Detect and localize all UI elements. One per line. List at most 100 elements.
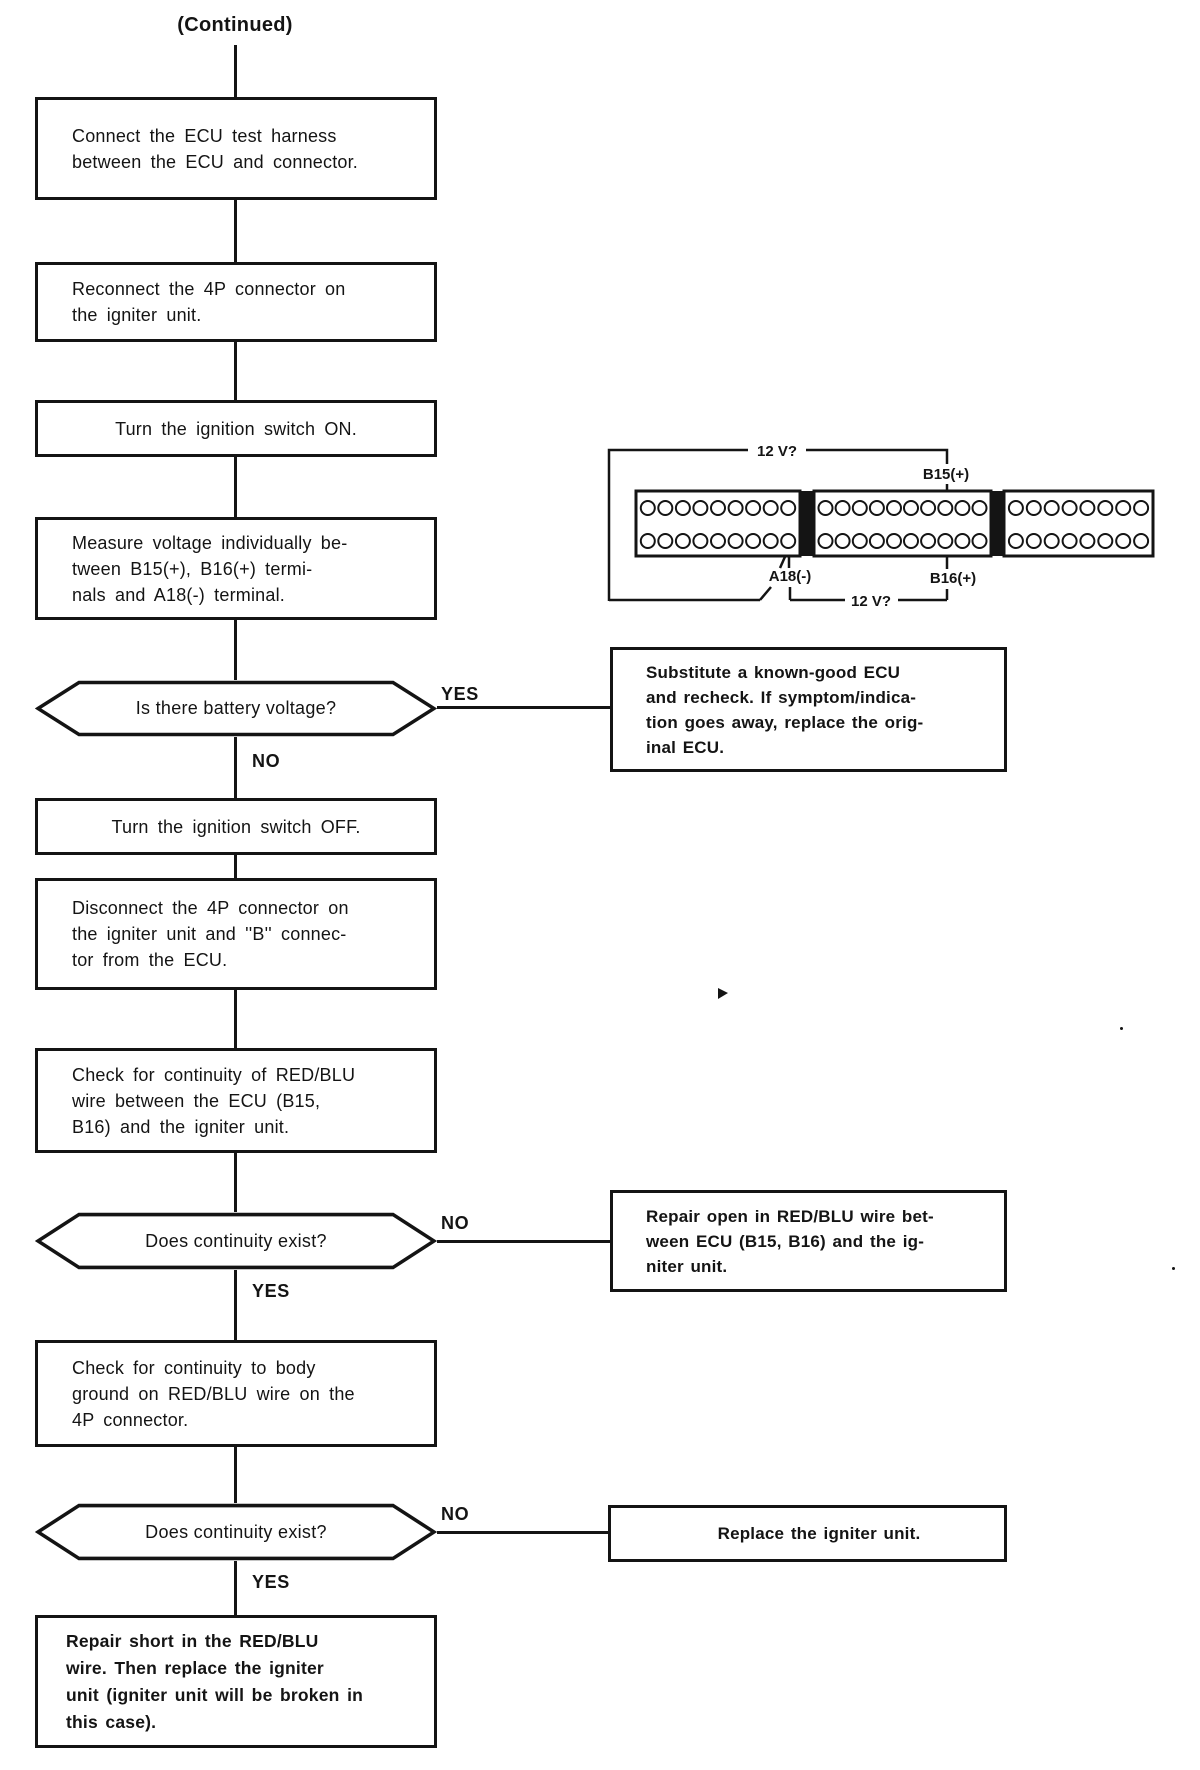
label-b16: B16(+) <box>930 570 976 587</box>
connector-pin <box>920 500 937 516</box>
connector-pin <box>674 533 691 549</box>
connector-pin <box>817 500 834 516</box>
connector-pin <box>834 533 851 549</box>
action-box-replace-igniter: Replace the igniter unit. <box>608 1505 1007 1562</box>
decision-text: Is there battery voltage? <box>135 698 337 718</box>
print-speck <box>1172 1267 1175 1270</box>
process-box-text: Reconnect the 4P connector on the ignite… <box>72 279 346 325</box>
process-box-disconnect-4p: Disconnect the 4P connector on the ignit… <box>35 878 437 990</box>
label-a18: A18(-) <box>769 568 812 585</box>
flow-line <box>234 855 237 878</box>
connector-pin <box>1061 500 1078 516</box>
flow-line <box>234 1270 237 1340</box>
connector-pin <box>692 500 709 516</box>
action-box-text: Substitute a known-good ECU and recheck.… <box>646 662 924 757</box>
connector-pin <box>710 533 726 549</box>
connector-pin <box>937 500 954 516</box>
flow-line <box>234 1153 237 1212</box>
flow-line <box>234 457 237 517</box>
connector-pin <box>851 533 868 549</box>
branch-line-yes-1 <box>437 706 610 709</box>
process-box-text: Disconnect the 4P connector on the ignit… <box>72 898 349 970</box>
process-box-text: Turn the ignition switch ON. <box>115 418 357 439</box>
connector-pin <box>1025 500 1042 516</box>
label-12v-bottom: 12 V? <box>851 593 891 610</box>
connector-pin <box>1079 533 1096 549</box>
process-box-check-body-ground: Check for continuity to body ground on R… <box>35 1340 437 1447</box>
connector-pin <box>692 533 709 549</box>
connector-pin <box>954 500 971 516</box>
connector-pin <box>727 500 744 516</box>
connector-pin <box>886 533 902 549</box>
process-box-text: Connect the ECU test harness between the… <box>72 125 359 172</box>
branch-label-no: NO <box>441 1213 470 1233</box>
print-speck <box>1120 1027 1123 1030</box>
process-box-text: Measure voltage individually be- tween B… <box>72 532 348 605</box>
process-box-ignition-on: Turn the ignition switch ON. <box>35 400 437 457</box>
connector-pin <box>710 500 726 516</box>
flow-line <box>234 990 237 1048</box>
process-box-repair-short: Repair short in the RED/BLU wire. Then r… <box>35 1615 437 1748</box>
connector-pin <box>1115 500 1132 516</box>
process-box-reconnect-4p: Reconnect the 4P connector on the ignite… <box>35 262 437 342</box>
connector-pin <box>745 533 762 549</box>
process-box-measure-voltage: Measure voltage individually be- tween B… <box>35 517 437 620</box>
hexagon-shape <box>35 1212 437 1270</box>
label-b15: B15(+) <box>923 466 969 483</box>
connector-pin <box>937 533 954 549</box>
connector-pin <box>1097 500 1114 516</box>
measure-line <box>806 448 949 464</box>
branch-label-yes: YES <box>252 1572 290 1592</box>
connector-pin <box>1133 500 1150 516</box>
connector-pin <box>1007 500 1024 516</box>
branch-label-yes: YES <box>441 684 479 704</box>
process-box-ignition-off: Turn the ignition switch OFF. <box>35 798 437 855</box>
connector-pin <box>639 500 656 516</box>
process-box-check-continuity-ecu: Check for continuity of RED/BLU wire bet… <box>35 1048 437 1153</box>
connector-pin <box>780 533 797 549</box>
decision-text: Does continuity exist? <box>145 1521 327 1542</box>
connector-pin <box>1115 533 1132 549</box>
connector-pin <box>920 533 937 549</box>
branch-label-no: NO <box>252 751 281 771</box>
connector-pin <box>1079 500 1096 516</box>
connector-pin <box>851 500 868 516</box>
decision-continuity-2: Does continuity exist? <box>35 1503 437 1561</box>
connector-pin <box>727 533 744 549</box>
process-box-connect-harness: Connect the ECU test harness between the… <box>35 97 437 200</box>
branch-line-no-3 <box>437 1531 608 1534</box>
flow-line <box>234 1447 237 1503</box>
connector-pin <box>903 500 919 516</box>
flow-line <box>234 200 237 262</box>
connector-pin <box>657 533 674 549</box>
branch-label-no: NO <box>441 1504 470 1524</box>
block-separator <box>991 491 1004 556</box>
connector-pin <box>1097 533 1114 549</box>
connector-pin <box>886 500 902 516</box>
connector-pin <box>954 533 971 549</box>
hexagon-shape <box>35 1503 437 1561</box>
branch-label-yes: YES <box>252 1281 290 1301</box>
process-box-text: Repair short in the RED/BLU wire. Then r… <box>66 1630 364 1732</box>
connector-pin <box>639 533 656 549</box>
connector-block-c <box>1002 489 1155 558</box>
measure-line <box>759 586 772 601</box>
connector-pin <box>1043 500 1060 516</box>
connector-pin <box>903 533 919 549</box>
decision-text: Does continuity exist? <box>145 1230 327 1251</box>
flow-line <box>234 1561 237 1615</box>
process-box-text: Check for continuity of RED/BLU wire bet… <box>72 1064 356 1137</box>
flow-line <box>234 620 237 680</box>
connector-pin <box>1007 533 1024 549</box>
process-box-text: Turn the ignition switch OFF. <box>111 816 361 837</box>
connector-pin <box>745 500 762 516</box>
action-box-text: Repair open in RED/BLU wire bet- ween EC… <box>646 1206 934 1276</box>
action-box-substitute-ecu: Substitute a known-good ECU and recheck.… <box>610 647 1007 772</box>
page-title: (Continued) <box>177 14 293 36</box>
connector-pin <box>868 500 885 516</box>
connector-pin <box>1061 533 1078 549</box>
action-box-repair-open: Repair open in RED/BLU wire bet- ween EC… <box>610 1190 1007 1292</box>
connector-pin <box>762 533 779 549</box>
connector-pin <box>834 500 851 516</box>
print-artifact <box>718 988 728 999</box>
